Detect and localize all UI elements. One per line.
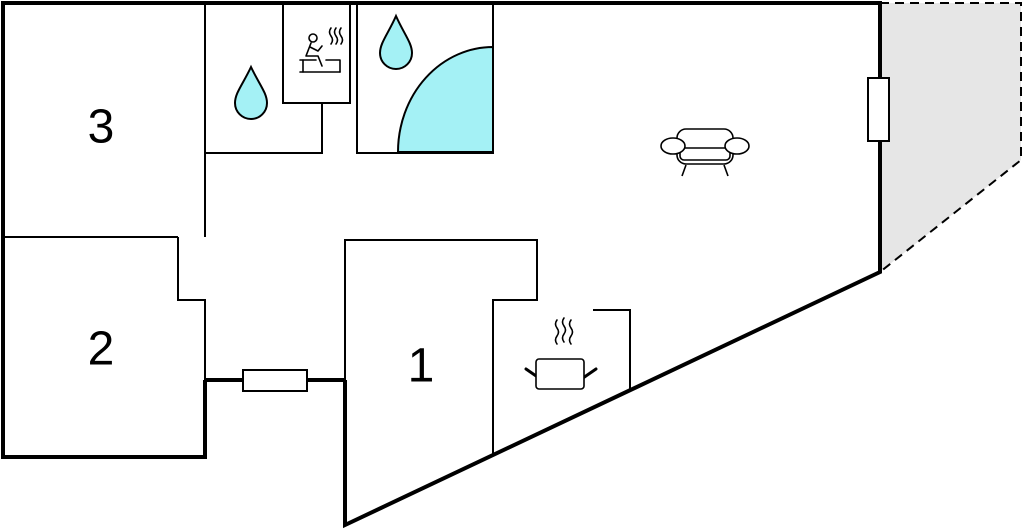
sofa-icon xyxy=(660,128,750,177)
cooking-pot-icon xyxy=(524,317,598,390)
water-drop-icon xyxy=(233,64,269,120)
room-label-2: 2 xyxy=(88,323,115,376)
corner-tub xyxy=(396,45,494,153)
exterior-walls xyxy=(1,1,882,529)
window-bottom xyxy=(242,369,308,392)
room-label-3: 3 xyxy=(88,101,115,154)
water-drop-icon xyxy=(378,13,414,70)
window-right xyxy=(867,77,890,142)
room-label-1: 1 xyxy=(408,340,435,393)
sauna-icon xyxy=(299,27,344,73)
terrace xyxy=(880,3,1021,272)
